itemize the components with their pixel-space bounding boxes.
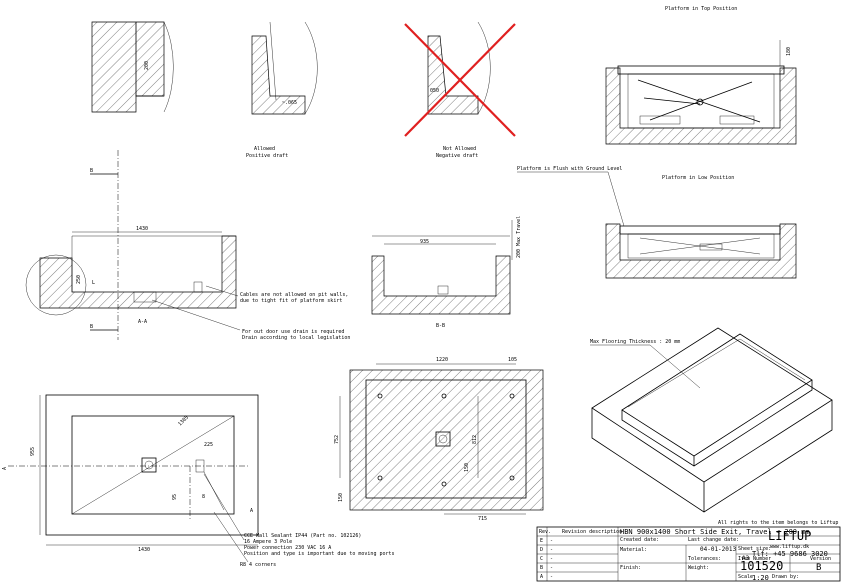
label-not-allowed: Not Allowed bbox=[443, 146, 476, 152]
dim-draft-050: 050 bbox=[430, 88, 439, 94]
detail-negative-draft: 050 Not Allowed Negative draft bbox=[404, 21, 516, 159]
dim-715: 715 bbox=[478, 516, 487, 522]
view-plan-center: 1220 105 752 812 150 150 715 bbox=[334, 357, 544, 522]
rev-dash-d: - bbox=[550, 547, 553, 553]
dim-1430-b: 1430 bbox=[138, 547, 150, 553]
label-b-top: B bbox=[90, 168, 93, 174]
last-change-value: 04-01-2013 bbox=[700, 546, 737, 553]
note-sealant-2: 16 Ampere 3 Pole bbox=[244, 539, 292, 545]
rev-dash-b: - bbox=[550, 565, 553, 571]
sheet-size-label: Sheet size: bbox=[738, 546, 771, 552]
rev-letter-c: C bbox=[540, 556, 543, 562]
label-positive-draft: Positive draft bbox=[246, 153, 288, 159]
dim-200: 200 bbox=[144, 61, 150, 70]
view-platform-low: Platform is Flush with Ground Level Plat… bbox=[517, 166, 797, 279]
revdesc-header: Revision description bbox=[562, 529, 622, 535]
label-a-left: A bbox=[2, 467, 8, 470]
weight-label: Weight: bbox=[688, 565, 709, 571]
section-a-a: B B 1430 250 L A-A Cables are not allowe… bbox=[25, 150, 350, 341]
label-flush-ground: Platform is Flush with Ground Level bbox=[517, 166, 622, 172]
dim-180: 180 bbox=[786, 47, 792, 56]
note-cables-1: Cables are not allowed on pit walls, bbox=[240, 292, 348, 298]
detail-positive-draft: ~.065 Allowed Positive draft bbox=[246, 21, 318, 159]
company-logo: LIFTUP bbox=[768, 529, 811, 543]
note-sealant-3: Power connection 230 VAC 16 A bbox=[244, 545, 331, 551]
dim-935: 935 bbox=[420, 239, 429, 245]
dim-95: 95 bbox=[172, 494, 178, 500]
tolerances-label: Tolerances: bbox=[688, 556, 721, 562]
dim-150-left: 150 bbox=[338, 493, 344, 502]
rev-letter-b: B bbox=[540, 565, 543, 571]
item-number-label: Item Number bbox=[738, 556, 771, 562]
item-number-value: 101520 bbox=[740, 559, 783, 573]
rev-letter-a: A bbox=[540, 574, 543, 580]
rev-dash-e: - bbox=[550, 538, 553, 544]
created-date-label: Created date: bbox=[620, 537, 659, 543]
detail-pit-wall: 200 bbox=[91, 21, 174, 113]
label-platform-low: Platform in Low Position bbox=[662, 175, 734, 181]
version-value: B bbox=[816, 563, 821, 573]
note-drain-2: Drain according to local legislation bbox=[242, 335, 350, 341]
view-platform-top: Platform in Top Position 180 bbox=[605, 6, 797, 145]
dim-200-max: 200 Max Travel bbox=[516, 216, 522, 258]
note-drain-1: For out door use drain is required bbox=[242, 329, 344, 335]
label-allowed: Allowed bbox=[254, 146, 275, 152]
label-max-flooring: Max Flooring Thickness : 20 mm bbox=[590, 339, 680, 345]
drawn-by-label: Drawn by: bbox=[772, 574, 799, 580]
label-section-bb: B-B bbox=[436, 323, 445, 329]
label-section-aa: A-A bbox=[138, 319, 147, 325]
dim-752: 752 bbox=[334, 435, 340, 444]
dim-250: 250 bbox=[76, 275, 82, 284]
dim-1305: 1305 bbox=[177, 415, 190, 428]
rights-note: All rights to the item belongs to Liftup bbox=[718, 520, 838, 526]
scale-label: Scale bbox=[738, 574, 753, 580]
label-negative-draft: Negative draft bbox=[436, 153, 478, 159]
view-plan-left: 955 1305 225 95 8 1430 A A CCE Wall Seal… bbox=[2, 394, 395, 568]
dim-8: 8 bbox=[202, 494, 205, 500]
label-a-right: A bbox=[250, 508, 253, 514]
view-isometric: Max Flooring Thickness : 20 mm bbox=[590, 327, 833, 513]
drawing-title: HBN 900x1400 Short Side Exit, Travel < 2… bbox=[620, 528, 810, 536]
note-sealant-1: CCE Wall Sealant IP44 (Part no. 102126) bbox=[244, 533, 361, 539]
rev-dash-a: - bbox=[550, 574, 553, 580]
scale-value: 1:20 bbox=[752, 574, 769, 582]
label-platform-top: Platform in Top Position bbox=[665, 6, 737, 12]
note-sealant-4: Position and type is important due to mo… bbox=[244, 551, 395, 557]
version-label: Version bbox=[810, 556, 831, 562]
dim-draft-065: ~.065 bbox=[282, 100, 297, 106]
phone: Tlf: +45 9686 3020 bbox=[752, 550, 828, 558]
rev-letter-e: E bbox=[540, 538, 543, 544]
dim-1220: 1220 bbox=[436, 357, 448, 363]
title-block: All rights to the item belongs to Liftup… bbox=[536, 520, 841, 582]
dim-955: 955 bbox=[30, 447, 36, 456]
rev-header: Rev. bbox=[539, 529, 551, 535]
rev-dash-c: - bbox=[550, 556, 553, 562]
note-cables-2: due to tight fit of platform skirt bbox=[240, 298, 342, 304]
label-b-bottom: B bbox=[90, 324, 93, 330]
dim-150-vertical: 150 bbox=[464, 463, 470, 472]
label-l: L bbox=[92, 280, 95, 286]
website: www.liftup.dk bbox=[770, 544, 809, 550]
section-b-b: 935 200 Max Travel B-B bbox=[371, 216, 522, 329]
material-label: Material: bbox=[620, 547, 647, 553]
dim-105: 105 bbox=[508, 357, 517, 363]
finish-label: Finish: bbox=[620, 565, 641, 571]
last-change-label: Last change date: bbox=[688, 537, 739, 543]
rev-letter-d: D bbox=[540, 547, 543, 553]
dim-1430-a: 1430 bbox=[136, 226, 148, 232]
dim-812: 812 bbox=[472, 435, 478, 444]
sheet-size-value: A3 bbox=[742, 555, 750, 562]
cross-line-2 bbox=[404, 23, 516, 137]
note-corners: R8 4 corners bbox=[240, 562, 276, 568]
dim-225: 225 bbox=[204, 442, 213, 448]
